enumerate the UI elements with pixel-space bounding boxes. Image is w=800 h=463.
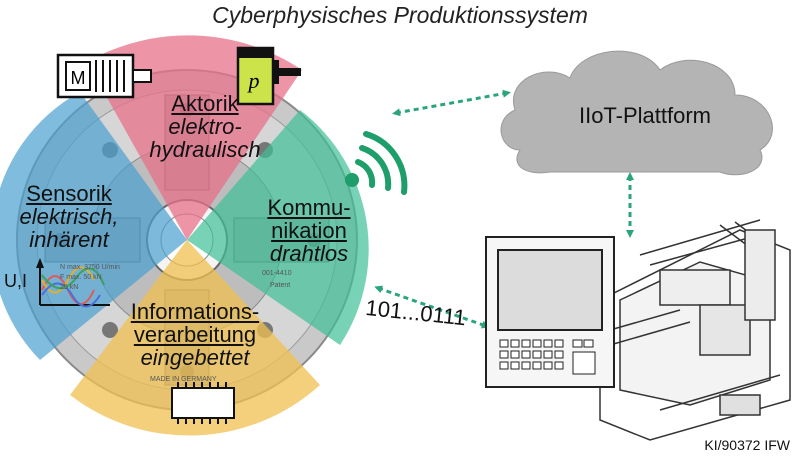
segment-sensorik [0, 92, 187, 360]
cloud-shape [500, 50, 773, 176]
label-aktorik: Aktorik elektro- hydraulisch [140, 92, 270, 161]
chuck-text-6: MADE IN GERMANY [150, 376, 217, 383]
kommunikation-line3: drahtlos [269, 241, 349, 266]
information-line3: eingebettet [140, 345, 250, 370]
motor-label: M [71, 68, 86, 88]
segment-kommunikation [187, 110, 369, 345]
label-information: Informations- verarbeitung eingebettet [100, 300, 290, 369]
sensorik-line3: inhärent [29, 227, 109, 252]
image-credit: KI/90372 IFW [704, 437, 790, 453]
chuck-text-3: 25 kN [60, 284, 79, 291]
chuck-text-5: Patent [270, 282, 291, 289]
signal-plot-icon [36, 258, 110, 308]
motor-icon: M [56, 53, 152, 99]
kommunikation-line2: nikation [271, 218, 347, 243]
label-sensorik: Sensorik elektrisch, inhärent [4, 182, 134, 251]
chip-icon [171, 382, 235, 424]
information-line1: Informations- [130, 299, 260, 324]
kommunikation-line1: Kommu- [267, 195, 351, 220]
arrow-chuck-machine [374, 285, 490, 329]
sensorik-title: Sensorik [26, 181, 112, 206]
chuck-text-1: N max. 3750 U/min [60, 264, 120, 271]
label-kommunikation: Kommu- nikation drahtlos [244, 196, 374, 265]
aktorik-line3: hydraulisch [149, 137, 261, 162]
chuck-text-2: F max. 50 kN [60, 274, 102, 281]
segment-information [70, 240, 320, 436]
pressure-label: p [247, 68, 260, 93]
arrow-cloud-chuck [392, 89, 511, 117]
chuck-text-4: 001-4410 [262, 270, 292, 277]
valve-icon: p [236, 46, 301, 106]
control-panel [485, 236, 615, 388]
machine-tool [599, 219, 791, 441]
aktorik-line2: elektro- [168, 114, 242, 139]
wireless-icon [345, 131, 408, 195]
sensorik-line2: elektrisch, [19, 204, 119, 229]
aktorik-title: Aktorik [171, 91, 239, 116]
cloud-label: IIoT-Plattform [578, 103, 712, 128]
diagram-title: Cyberphysisches Produktionssystem [212, 2, 588, 28]
information-line2: verarbeitung [133, 322, 257, 347]
signal-axis-label: U,I [4, 271, 28, 291]
